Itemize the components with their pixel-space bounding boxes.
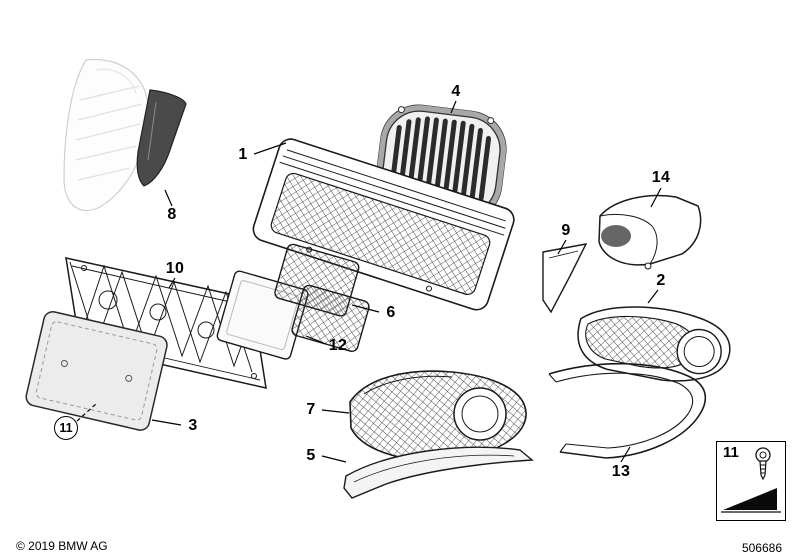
diagram-part-number: 506686 bbox=[741, 541, 782, 555]
fastener-inset-box: 11 bbox=[716, 441, 786, 521]
callout-2[interactable]: 2 bbox=[656, 272, 666, 289]
callout-6[interactable]: 6 bbox=[386, 304, 396, 321]
part-14-air-duct bbox=[598, 194, 702, 270]
callout-12[interactable]: 12 bbox=[328, 337, 348, 354]
part-6-mesh-inserts bbox=[274, 243, 370, 353]
part-13-fog-trim-ring bbox=[548, 362, 707, 459]
callout-1[interactable]: 1 bbox=[238, 146, 248, 163]
part-2-fog-grille-right bbox=[577, 306, 731, 382]
callout-5[interactable]: 5 bbox=[306, 447, 316, 464]
part-7-fog-grille-left bbox=[349, 370, 527, 462]
callout-3[interactable]: 3 bbox=[188, 417, 198, 434]
screw-icon bbox=[755, 447, 771, 481]
ghost-grille-outline bbox=[63, 58, 149, 212]
callout-7[interactable]: 7 bbox=[306, 401, 316, 418]
callout-10[interactable]: 10 bbox=[165, 260, 185, 277]
callout-11-box-label[interactable]: 11 bbox=[723, 444, 739, 461]
inset-art bbox=[721, 447, 781, 513]
callout-8[interactable]: 8 bbox=[167, 206, 177, 223]
callout-11-circled[interactable]: 11 bbox=[54, 416, 78, 440]
callout-9[interactable]: 9 bbox=[561, 222, 571, 239]
wedge-icon bbox=[721, 488, 781, 513]
callout-13[interactable]: 13 bbox=[611, 463, 631, 480]
part-5-lower-strip bbox=[343, 446, 534, 499]
callout-4[interactable]: 4 bbox=[451, 83, 461, 100]
part-3-license-plate-base bbox=[25, 311, 168, 431]
callout-14[interactable]: 14 bbox=[651, 169, 671, 186]
part-1-center-grille bbox=[252, 138, 515, 311]
copyright-text: © 2019 BMW AG bbox=[16, 539, 108, 553]
leader-lines bbox=[76, 100, 662, 463]
part-8-trim-strip bbox=[136, 89, 187, 187]
part-9-trim-triangle bbox=[542, 243, 588, 314]
